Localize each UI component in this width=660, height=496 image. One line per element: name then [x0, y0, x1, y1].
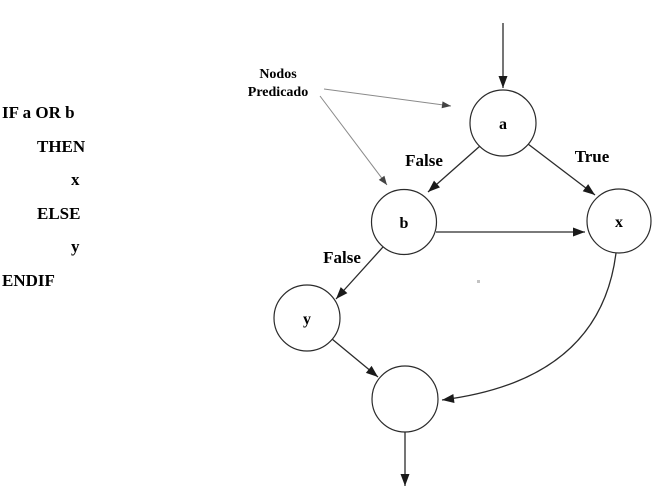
node-a-circle	[469, 89, 537, 157]
edge-label-true-a-x: True	[575, 147, 610, 166]
node-y-circle	[273, 284, 341, 352]
code-line-then: THEN	[37, 136, 86, 156]
node-b-circle	[370, 188, 438, 256]
predicate-nodes-label-line2: Predicado	[247, 85, 309, 100]
node-x-label: x	[615, 214, 623, 231]
node-join-circle	[371, 365, 439, 433]
pseudocode-block: IF a OR b THEN x ELSE y ENDIF	[2, 96, 85, 297]
node-x-circle	[586, 188, 652, 254]
node-y-label: y	[303, 311, 311, 328]
edge-x-to-join-curved-arrow	[441, 252, 617, 403]
node-b-label: b	[400, 215, 409, 232]
code-line-x: x	[71, 170, 80, 189]
edge-label-false-b-y: False	[323, 248, 361, 267]
code-line-if: IF a OR b	[2, 103, 75, 122]
edge-label-false-a-b: False	[405, 151, 443, 170]
annotation-pointer-to-a-arrow	[323, 88, 452, 109]
edge-a-to-b-false-arrow	[427, 145, 481, 193]
node-a-label: a	[499, 116, 507, 133]
code-line-y: y	[71, 237, 80, 256]
predicate-nodes-label: Nodos Predicado	[219, 66, 337, 102]
annotation-pointer-to-b-arrow	[319, 95, 388, 186]
predicate-nodes-label-line1: Nodos	[259, 67, 297, 82]
edge-b-to-y-false-arrow	[335, 246, 384, 300]
code-line-else: ELSE	[37, 203, 81, 223]
edge-a-to-x-true-arrow	[527, 143, 596, 196]
stray-mark	[477, 280, 480, 283]
edge-y-to-join-arrow	[331, 338, 379, 378]
code-line-endif: ENDIF	[2, 270, 55, 290]
